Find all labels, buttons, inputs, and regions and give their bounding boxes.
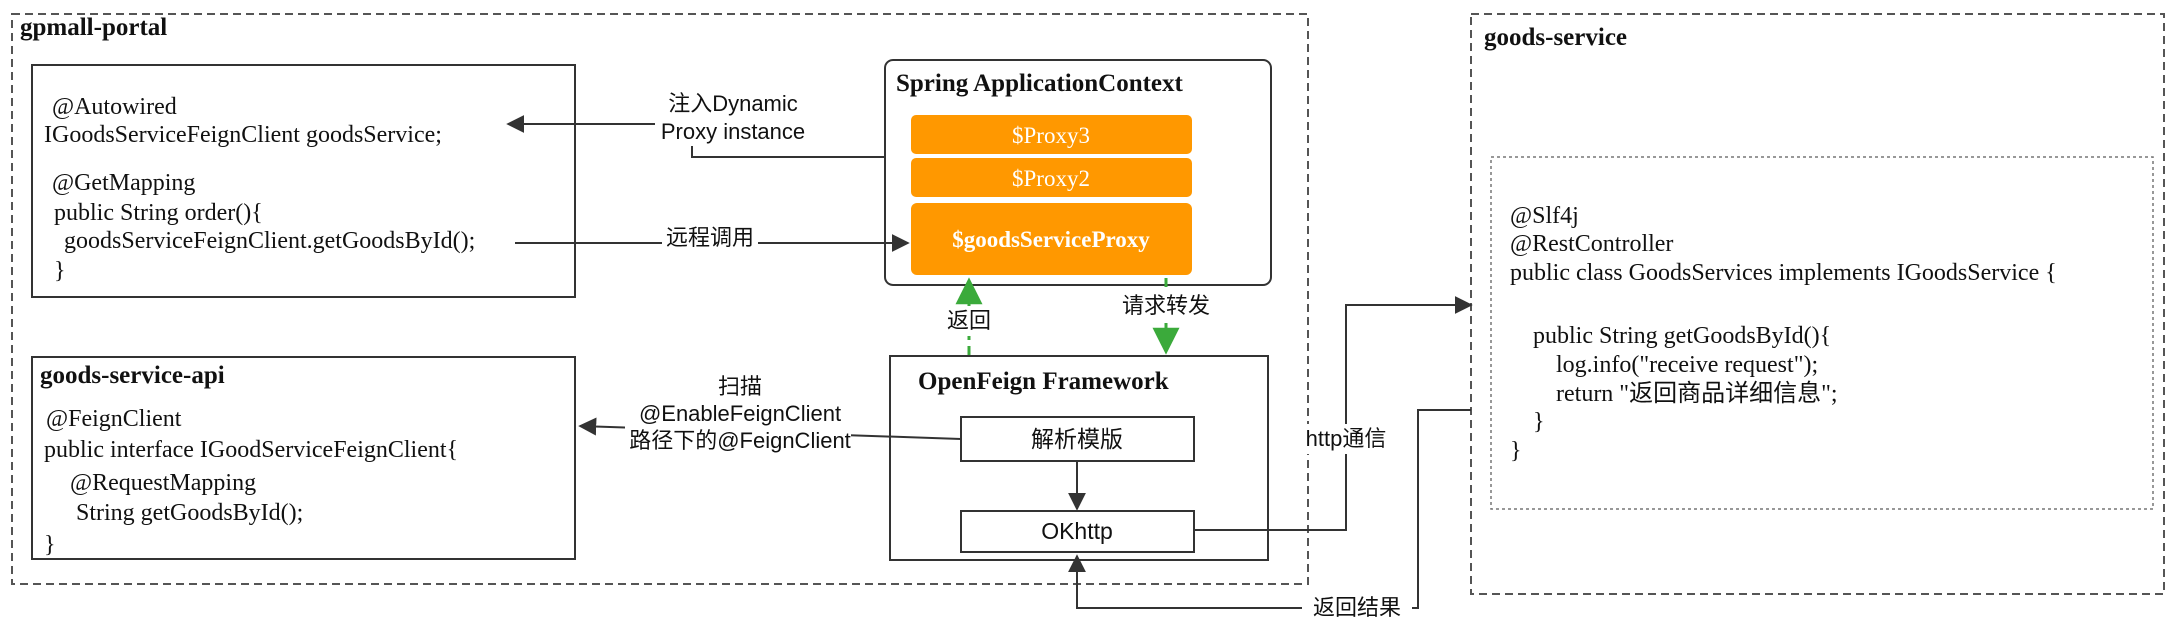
controller-line-6: } (54, 258, 66, 284)
goods-service-title: goods-service (1484, 24, 1627, 51)
goods-service-proxy-block (911, 203, 1192, 275)
service-line-4: public String getGoodsById(){ (1533, 323, 1831, 349)
okhttp-box (960, 510, 1195, 553)
proxy2-block (911, 158, 1192, 197)
inject-label-bg (655, 88, 813, 146)
controller-line-5: goodsServiceFeignClient.getGoodsById(); (64, 228, 475, 254)
return-label-bg (942, 306, 996, 336)
api-title: goods-service-api (40, 362, 225, 389)
scan-label-2: @EnableFeignClient (639, 401, 841, 426)
controller-line-4: public String order(){ (54, 200, 263, 226)
return-result-label-bg (1302, 594, 1412, 622)
remote-call-label-bg (662, 226, 758, 256)
controller-line-3: @GetMapping (52, 170, 195, 196)
service-line-7: } (1533, 409, 1545, 435)
service-line-1: @Slf4j (1510, 203, 1579, 229)
inject-label-2: Proxy instance (661, 119, 805, 144)
proxy3-block (911, 115, 1192, 154)
api-line-3: @RequestMapping (70, 470, 256, 496)
return-result-edge (1068, 409, 1471, 609)
goods-service-proxy-label: $goodsServiceProxy (952, 227, 1150, 252)
scan-label-bg (625, 374, 851, 456)
http-edge (1194, 296, 1473, 531)
scan-label-3: 路径下的@FeignClient (629, 428, 851, 453)
proxy3-label: $Proxy3 (1012, 123, 1090, 148)
api-line-5: } (44, 532, 56, 558)
controller-line-1: @Autowired (52, 94, 177, 120)
api-line-2: public interface IGoodServiceFeignClient… (44, 437, 458, 463)
http-label: http通信 (1306, 426, 1387, 451)
spring-context-title: Spring ApplicationContext (896, 70, 1184, 97)
return-label: 返回 (947, 308, 991, 333)
portal-container (11, 13, 1309, 585)
service-line-6: return "返回商品详细信息"; (1556, 380, 1838, 407)
controller-box (31, 64, 576, 298)
service-line-5: log.info("receive request"); (1556, 352, 1818, 378)
okhttp-label: OKhttp (1041, 518, 1113, 544)
http-label-bg (1296, 424, 1396, 454)
api-line-1: @FeignClient (46, 406, 182, 432)
inject-label-1: 注入Dynamic (668, 91, 798, 116)
remote-call-label: 远程调用 (666, 225, 754, 250)
parse-template-label: 解析模版 (1031, 426, 1123, 452)
portal-title: gpmall-portal (20, 14, 167, 41)
service-line-2: @RestController (1510, 231, 1673, 257)
api-box (31, 356, 576, 560)
forward-label-bg (1118, 290, 1214, 320)
proxy2-label: $Proxy2 (1012, 166, 1090, 191)
api-line-4: String getGoodsById(); (76, 500, 303, 526)
goods-service-code-box (1490, 156, 2154, 510)
service-line-3: public class GoodsServices implements IG… (1510, 260, 2057, 286)
controller-line-2: IGoodsServiceFeignClient goodsService; (44, 122, 442, 148)
return-result-label: 返回结果 (1313, 595, 1401, 620)
service-line-8: } (1510, 438, 1522, 464)
scan-label-1: 扫描 (718, 374, 762, 399)
openfeign-title: OpenFeign Framework (918, 368, 1169, 395)
forward-label: 请求转发 (1122, 293, 1210, 318)
